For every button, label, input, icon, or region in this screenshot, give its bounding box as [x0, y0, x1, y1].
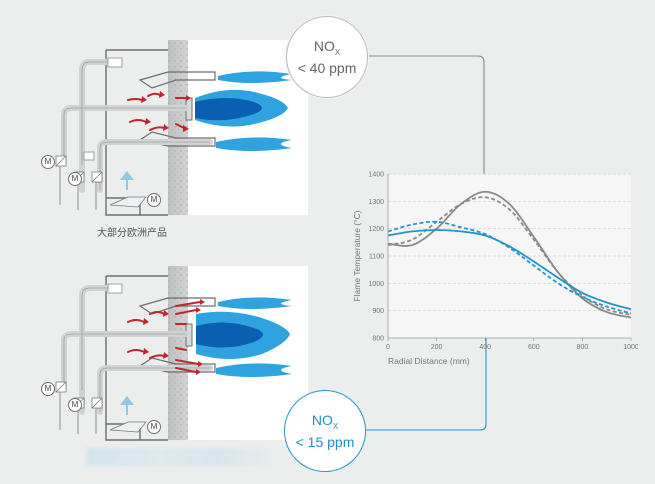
grid	[388, 173, 631, 312]
air-inlet-arrow	[120, 396, 134, 415]
motor-icon: M	[41, 382, 55, 396]
x-tick-label: 400	[479, 344, 491, 351]
motor-icon: M	[147, 193, 161, 207]
y-tick-label: 1300	[368, 199, 384, 206]
series-line-3	[387, 229, 632, 311]
y-tick-label: 900	[372, 308, 384, 315]
flames	[195, 71, 292, 151]
bottom-caption-blurred	[86, 448, 272, 466]
flames	[196, 297, 292, 377]
series-line-4	[387, 220, 632, 315]
fan-housing	[109, 196, 147, 208]
y-tick-label: 1100	[369, 254, 384, 261]
series-lines	[387, 190, 632, 319]
nox-badge-top: NOX < 40 ppm	[286, 16, 368, 98]
x-tick-label: 600	[528, 344, 540, 351]
x-axis-label: Radial Distance (mm)	[388, 356, 470, 366]
air-flow-arrows	[127, 301, 201, 373]
motor-icon: M	[147, 420, 161, 434]
motor-icon: M	[68, 398, 82, 412]
nox-badge-bottom: NOX < 15 ppm	[284, 390, 366, 472]
flame-temperature-chart: 800 900 1000 1100 1200 1300 1400 0 200 400 600 800…	[352, 172, 638, 367]
fan-housing	[109, 421, 147, 433]
connector-bottom	[366, 216, 487, 431]
burner-diagram-bottom	[55, 266, 308, 441]
y-tick-label: 800	[372, 336, 384, 343]
x-tick-label: 200	[431, 344, 443, 351]
connector-top	[368, 55, 485, 182]
y-tick-label: 1200	[368, 226, 384, 233]
x-tick-labels: 0 200 400 600 800 1000	[386, 338, 638, 351]
air-flow-arrows	[127, 92, 187, 131]
y-axis-label: Flame Temperature (°C)	[352, 210, 362, 301]
x-tick-label: 0	[386, 344, 390, 351]
y-tick-labels: 800 900 1000 1100 1200 1300 1400	[368, 172, 384, 343]
y-tick-label: 1400	[368, 172, 384, 179]
y-tick-label: 1000	[368, 281, 384, 288]
top-caption: 大部分欧洲产品	[97, 228, 167, 239]
x-tick-label: 1000	[623, 344, 638, 351]
motor-icon: M	[41, 155, 55, 169]
air-inlet-arrow	[120, 171, 134, 190]
x-tick-label: 800	[577, 344, 589, 351]
series-line-1	[387, 190, 632, 319]
motor-icon: M	[68, 172, 82, 186]
